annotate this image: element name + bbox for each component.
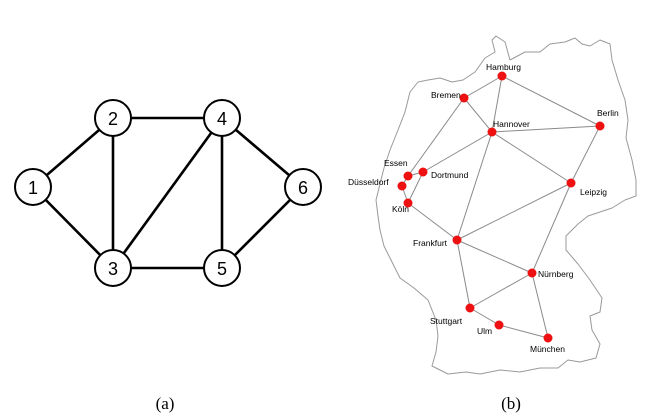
city-dot-stuttgart [465,303,475,313]
network-link [570,125,601,184]
network-link [463,75,503,99]
network-link [491,131,572,184]
panel-b-germany-network: HamburgBremenBerlinHannoverEssenDortmund… [348,35,637,375]
network-link [463,97,493,133]
network-link [407,171,424,204]
city-label-essen: Essen [384,158,408,168]
graph-edges [31,116,305,270]
graph-node-3 [94,249,132,287]
graph-node-label: 4 [217,109,227,129]
city-dot-hannover [487,127,497,137]
city-dot-ulm [494,320,504,330]
network-link [469,272,533,309]
network-link [407,202,458,241]
city-dot-berlin [595,121,605,131]
graph-node-label: 3 [108,259,118,279]
network-link [456,131,493,241]
graph-node-4 [203,99,241,137]
network-link [501,75,601,127]
city-dot-muenchen [543,333,553,343]
network-link [491,125,601,133]
city-label-leipzig: Leipzig [580,187,607,197]
city-dot-frankfurt [452,235,462,245]
network-link [469,307,500,326]
city-dots [397,71,605,343]
city-dot-dortmund [418,167,428,177]
city-label-koeln: Köln [392,204,409,214]
city-dot-bremen [459,93,469,103]
city-label-muenchen: München [530,344,565,354]
network-links [401,75,601,339]
graph-node-6 [284,168,322,206]
graph-node-label: 1 [28,178,38,198]
city-dot-nuernberg [527,268,537,278]
city-label-frankfurt: Frankfurt [413,238,448,248]
germany-outline [375,35,637,375]
graph-nodes: 1 2 3 4 5 6 [14,99,322,287]
city-dot-duesseldorf [397,181,407,191]
caption-b: (b) [501,394,521,413]
city-dot-essen [403,171,413,181]
graph-edge [111,116,224,270]
graph-node-1 [14,168,52,206]
city-labels: HamburgBremenBerlinHannoverEssenDortmund… [348,62,619,354]
network-link [422,131,493,173]
city-label-berlin: Berlin [597,108,619,118]
city-label-nuernberg: Nürnberg [538,269,574,279]
network-link [531,182,572,274]
network-link [407,97,465,177]
network-link [531,272,549,339]
network-link [456,239,533,274]
city-label-duesseldorf: Düsseldorf [348,177,389,187]
caption-a: (a) [156,394,175,413]
graph-node-5 [203,249,241,287]
city-label-hamburg: Hamburg [486,62,521,72]
city-dot-leipzig [566,178,576,188]
city-label-stuttgart: Stuttgart [430,316,463,326]
network-link [491,75,503,133]
city-label-hannover: Hannover [493,119,530,129]
network-link [456,239,471,309]
city-dot-hamburg [497,71,507,81]
graph-edge [220,185,305,270]
graph-node-2 [94,99,132,137]
city-label-bremen: Bremen [431,90,461,100]
graph-node-label: 5 [217,259,227,279]
panel-a-graph: 1 2 3 4 5 6 [14,99,322,287]
network-link [498,324,549,339]
city-label-ulm: Ulm [477,326,492,336]
network-link [456,182,572,241]
graph-node-label: 2 [108,109,118,129]
city-label-dortmund: Dortmund [431,170,469,180]
graph-node-label: 6 [298,178,308,198]
city-dot-koeln [403,198,413,208]
